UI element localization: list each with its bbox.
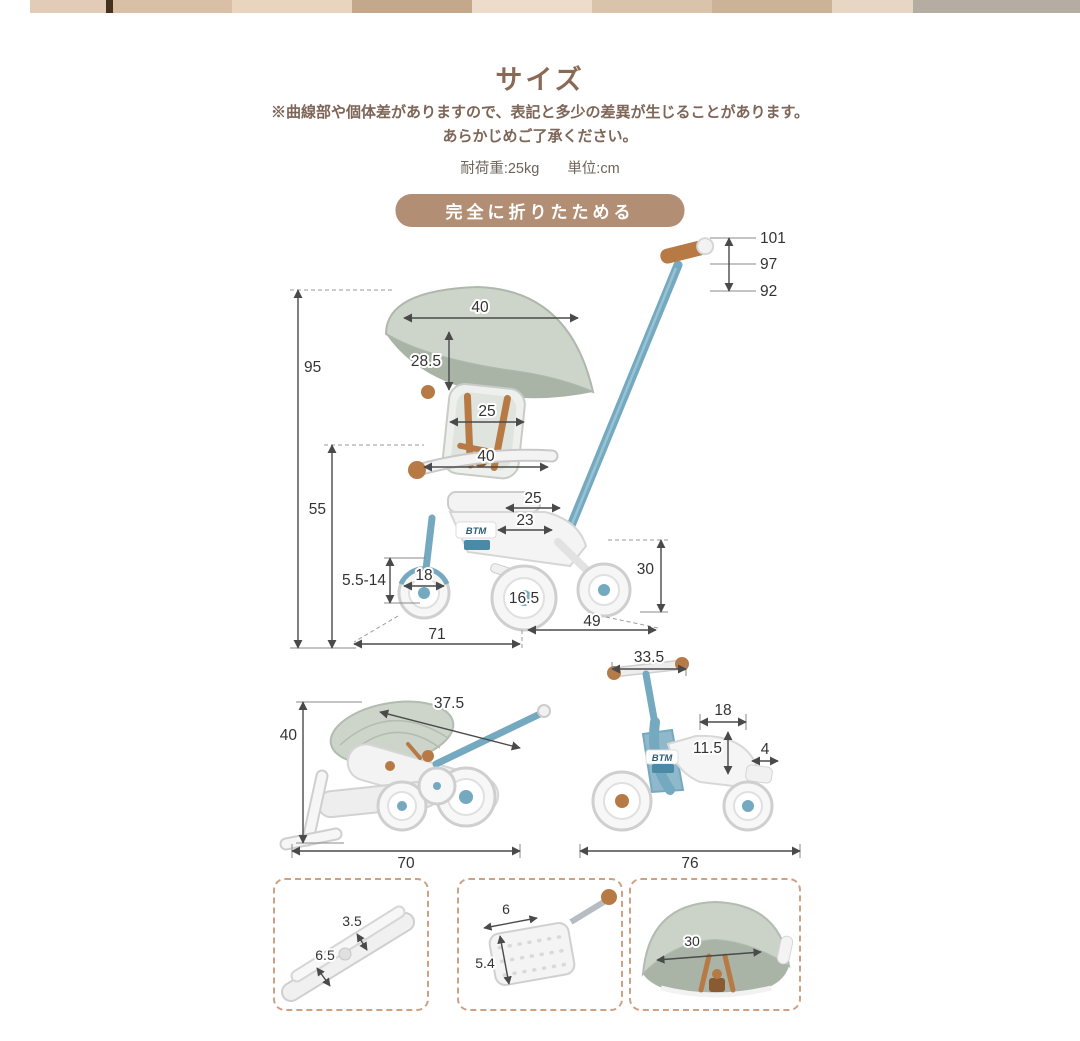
thumbnail-segment (30, 0, 106, 13)
dim-canopy-width: 40 (471, 299, 489, 316)
clamp-detail-image: 3.5 6.5 (281, 905, 415, 1002)
dim-saddle-adjust-range: 5.5-14 (342, 572, 386, 589)
dim-canopy-open-width: 30 (684, 933, 700, 949)
dim-bike-length: 76 (681, 855, 698, 872)
tricycle-illustration: BTM (384, 237, 715, 632)
dim-folded-height: 40 (280, 727, 298, 744)
dim-front-hub: 18 (415, 567, 432, 584)
dim-pedal-width: 6 (502, 901, 510, 917)
dim-bike-seat-length: 18 (714, 702, 731, 719)
thumbnail-segment (712, 0, 832, 13)
load-capacity-label: 耐荷重:25kg (460, 161, 540, 177)
thumbnail-segment (832, 0, 913, 13)
size-note-line2: あらかじめご了承ください。 (442, 128, 638, 145)
detail-card-pedal: 6 5.4 (457, 878, 623, 1011)
secondary-diagrams: 40 37.5 70 BTM (278, 647, 801, 874)
thumbnail-segment (106, 0, 113, 13)
image-thumbnail-strip (0, 0, 1080, 13)
dim-clamp-width: 6.5 (315, 947, 335, 963)
rear-wheel (576, 562, 632, 618)
unit-label: 単位:cm (567, 161, 620, 177)
dim-seat-floor-height: 55 (309, 501, 326, 518)
dim-wheel-size: 16.5 (509, 590, 539, 607)
dim-push-height-3: 92 (760, 283, 777, 300)
dim-clamp-thickness: 3.5 (342, 913, 362, 929)
bike-brand-logo: BTM (652, 753, 674, 764)
detail-card-clamp: 3.5 6.5 (273, 878, 429, 1011)
dim-folded-width: 70 (397, 855, 415, 872)
dim-push-height-1: 101 (760, 230, 786, 247)
balance-bike-illustration: BTM (591, 657, 774, 832)
thumbnail-segment (472, 0, 592, 13)
canopy (384, 285, 595, 394)
thumbnail-segment (113, 0, 232, 13)
main-size-diagram: BTM (290, 228, 788, 649)
dim-seat-depth: 23 (516, 512, 533, 529)
dim-overall-height: 95 (304, 359, 321, 376)
dim-canopy-height: 28.5 (411, 353, 441, 370)
dim-guard-width: 40 (477, 448, 495, 465)
foldable-badge: 完全に折りたためる (395, 194, 685, 227)
push-handle-grip (660, 237, 715, 264)
dim-length-rear: 49 (583, 613, 600, 630)
size-note-line1: ※曲線部や個体差がありますので、表記と多少の差異が生じることがあります。 (271, 104, 809, 121)
dim-rear-height: 30 (637, 561, 655, 578)
dim-pedal-depth: 5.4 (475, 955, 495, 971)
thumbnail-segment (352, 0, 472, 13)
dim-handlebar-width: 33.5 (634, 649, 664, 666)
dim-backrest-width: 25 (478, 403, 495, 420)
dim-push-height-2: 97 (760, 256, 777, 273)
dim-bike-rear-width: 4 (761, 741, 770, 758)
spec-line: 耐荷重:25kg 単位:cm (0, 157, 1080, 178)
thumbnail-segment (913, 0, 1080, 13)
folded-dimensions: 40 37.5 70 (278, 693, 521, 874)
dim-seat-width: 25 (524, 490, 541, 507)
bike-dimensions: 33.5 18 11.5 4 76 (579, 647, 801, 874)
drive-wheel (490, 564, 558, 632)
folded-tricycle-illustration (279, 700, 551, 851)
dim-length-front: 71 (428, 626, 445, 643)
dim-folded-depth: 37.5 (434, 695, 464, 712)
dimension-annotations: 101 97 92 95 55 40 28.5 25 40 (290, 228, 788, 649)
thumbnail-segment (592, 0, 712, 13)
canopy-detail-image: 30 (641, 900, 794, 998)
thumbnail-segment (0, 0, 30, 13)
thumbnail-segment (232, 0, 352, 13)
dim-bike-seat-height: 11.5 (693, 740, 722, 757)
page-title: サイズ (495, 65, 585, 95)
brand-logo: BTM (466, 526, 488, 537)
detail-card-canopy: 30 (629, 878, 801, 1011)
pedal-detail-image: 6 5.4 (473, 889, 617, 986)
